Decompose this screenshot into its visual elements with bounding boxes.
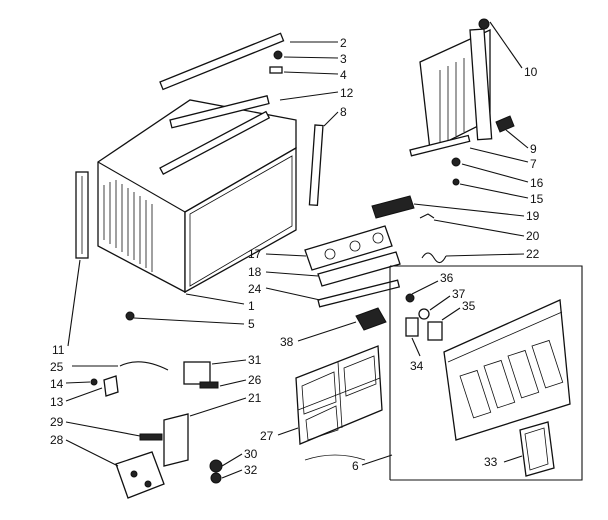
label-36: 36 [440,271,454,285]
label-12: 12 [340,86,354,100]
knob-37 [418,308,430,320]
part-19 [371,195,415,219]
label-10: 10 [524,65,538,79]
label-6: 6 [352,459,359,473]
label-2: 2 [340,36,347,50]
label-26: 26 [248,373,262,387]
panel-21 [163,413,189,467]
bracket-9 [495,115,515,133]
part-labels: 2 3 4 12 8 10 9 7 16 15 19 20 22 17 18 2… [50,36,544,477]
label-38: 38 [280,335,294,349]
label-29: 29 [50,415,64,429]
label-32: 32 [244,463,258,477]
part-29 [139,433,163,441]
screw-5 [125,311,135,321]
leader-lines [65,21,529,479]
part-20 [419,213,435,219]
label-22: 22 [526,247,540,261]
label-27: 27 [260,429,274,443]
label-1: 1 [248,299,255,313]
rail-24 [317,279,401,308]
label-24: 24 [248,282,262,296]
part-32 [210,472,222,484]
switch-34 [405,317,419,337]
label-21: 21 [248,391,262,405]
label-11: 11 [52,343,65,357]
label-15: 15 [530,192,544,206]
label-14: 14 [50,377,64,391]
label-7: 7 [530,157,537,171]
side-curtain-panel [409,18,493,157]
bracket-assembly-17 [304,225,393,271]
label-30: 30 [244,447,258,461]
support-18 [317,251,401,287]
plate-31 [183,361,211,385]
part-30 [209,459,223,473]
screw-3 [273,50,283,60]
label-35: 35 [462,299,476,313]
label-19: 19 [526,209,540,223]
front-assembly-box [389,265,583,481]
label-37: 37 [452,287,466,301]
label-17: 17 [248,247,262,261]
label-4: 4 [340,68,347,82]
label-5: 5 [248,317,255,331]
knob-36 [405,293,415,303]
cabinet-housing [97,95,297,294]
side-rail-8 [308,124,324,207]
filter-27 [295,345,383,445]
top-rail-2 [159,32,285,91]
clip-15 [452,178,460,186]
handle-38 [355,307,387,331]
rail-4 [269,66,283,74]
nameplate-33 [519,421,555,477]
label-28: 28 [50,433,64,447]
bracket-13 [103,375,119,397]
front-grille [443,299,571,441]
part-14 [90,378,98,386]
screw-16 [451,157,461,167]
cord-25 [119,361,169,371]
part-26 [199,381,219,389]
label-9: 9 [530,142,537,156]
cabinet-louvers [103,180,153,272]
label-20: 20 [526,229,540,243]
label-16: 16 [530,176,544,190]
label-18: 18 [248,265,262,279]
knob-35 [427,321,443,341]
label-34: 34 [410,359,424,373]
label-8: 8 [340,105,347,119]
label-13: 13 [50,395,64,409]
side-panel-11 [75,171,89,259]
label-3: 3 [340,52,347,66]
label-33: 33 [484,455,498,469]
control-28 [115,451,165,499]
label-31: 31 [248,353,262,367]
label-25: 25 [50,360,64,374]
part-22 [421,252,447,264]
